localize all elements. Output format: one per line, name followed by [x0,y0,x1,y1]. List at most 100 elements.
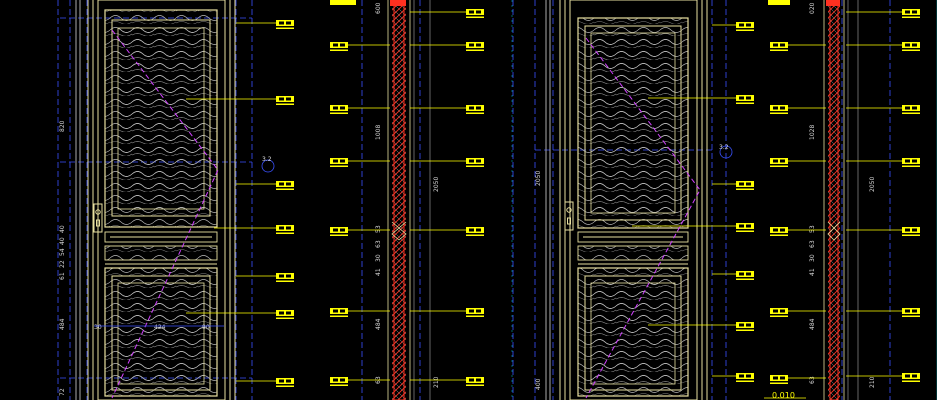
left-dimension-lines [57,0,421,400]
left-section-mark-text: 3.2 [262,156,272,163]
left-lower-panel [104,267,218,397]
dim-l-6: 61 [59,272,66,280]
callout-tag-icon [736,271,754,280]
callout-tag-icon [770,227,788,236]
right-section-mark-text: 3.2 [719,144,729,151]
right-dim-left-1: 400 [535,378,542,390]
callout-tag-icon [736,223,754,232]
right-door-frame [545,0,708,400]
callout-tag-icon [736,373,754,382]
callout-tag-icon [330,308,348,317]
r-dim-m-5: 30 [809,254,816,262]
callout-tag-icon [466,377,484,386]
callout-tag-icon [902,227,920,236]
callout-tag-icon [902,42,920,51]
dim-m-3: 53 [375,225,382,233]
left-swing-line [111,29,219,399]
dim-m-2: 1008 [375,125,382,140]
callout-tag-icon [770,375,788,384]
callout-tag-icon [902,308,920,317]
right-door-elevation: 3.2 2050 400 [512,0,891,400]
dim-l-8: 72 [59,388,66,396]
callout-tag-icon [466,308,484,317]
right-leaders [632,11,902,379]
callout-tag-icon [330,105,348,114]
dim-m-5: 30 [375,254,382,262]
left-door-elevation: 3.2 820 40 40 54 22 61 484 72 30 424 90 [57,0,421,400]
left-upper-panel [104,9,218,228]
right-callout-tags [736,0,920,384]
callout-tag-icon [466,42,484,51]
left-callout-tags [276,0,484,387]
callout-tag-icon [466,9,484,18]
right-door-handle-icon [564,201,574,231]
callout-tag-icon [736,322,754,331]
r-dim-m-6: 41 [809,268,816,276]
r-dim-m-4: 63 [809,240,816,248]
right-lower-panel [577,267,689,397]
callout-tag-icon [330,42,348,51]
left-section-mark: 3.2 [261,156,275,173]
callout-tag-icon [466,227,484,236]
callout-tag-icon [276,20,294,29]
callout-tag-icon [770,42,788,51]
callout-tag-icon [276,96,294,105]
width-dim-left: 30 [94,324,102,331]
callout-tag-icon [330,227,348,236]
level-marker: 0.010 [764,391,806,400]
r-height-bottom: 210 [869,376,876,388]
right-swing-line [585,37,701,399]
callout-tag-icon [770,308,788,317]
height-bottom-left: 210 [433,376,440,388]
right-section-mark: 3.2 [719,144,733,159]
right-height-total-left: 2050 [535,171,542,186]
dim-l-1: 820 [59,120,66,132]
left-dimension-texts: 820 40 40 54 22 61 484 72 30 424 90 [59,120,210,396]
dim-l-4: 54 [59,248,66,256]
left-section-strip: 1008 600 53 63 30 41 484 63 2050 210 [375,0,440,400]
left-door-handle-icon [93,203,103,233]
callout-tag-icon [276,273,294,282]
dim-m-6: 41 [375,268,382,276]
height-total-left: 2050 [433,177,440,192]
dim-l-3: 40 [59,237,66,245]
callout-tag-icon [276,225,294,234]
level-marker-text: 0.010 [772,391,795,400]
r-dim-m-7: 484 [809,318,816,330]
r-dim-m-8: 63 [809,376,816,384]
dim-m-1: 600 [375,2,382,14]
callout-tag-icon [902,373,920,382]
left-middle-rail [104,231,218,265]
callout-tag-icon [902,158,920,167]
callout-tag-icon [770,105,788,114]
callout-tag-icon [466,158,484,167]
width-dim-center: 424 [154,324,166,331]
left-leaders [186,11,466,382]
callout-tag-icon [902,9,920,18]
callout-tag-icon [276,378,294,387]
callout-tag-icon [276,310,294,319]
r-height-total: 2050 [869,177,876,192]
callout-tag-icon [276,181,294,190]
dim-l-7: 484 [59,318,66,330]
right-middle-rail [577,231,689,265]
left-door-frame [75,0,236,400]
r-dim-m-1: 020 [809,2,816,14]
dim-l-5: 22 [59,260,66,268]
callout-tag-icon [330,158,348,167]
dim-l-2: 40 [59,225,66,233]
width-dim-right: 90 [202,324,210,331]
callout-tag-icon [330,377,348,386]
callout-tag-icon [736,181,754,190]
right-upper-panel [577,17,689,229]
r-dim-m-3: 53 [809,225,816,233]
right-section-strip: 020 1028 53 63 30 41 484 63 2050 210 [809,0,876,400]
r-dim-m-2: 1028 [809,125,816,140]
callout-tag-icon [736,22,754,31]
dim-m-7: 484 [375,318,382,330]
callout-tag-icon [770,158,788,167]
callout-tag-icon [466,105,484,114]
dim-m-4: 63 [375,240,382,248]
callout-tag-icon [902,105,920,114]
